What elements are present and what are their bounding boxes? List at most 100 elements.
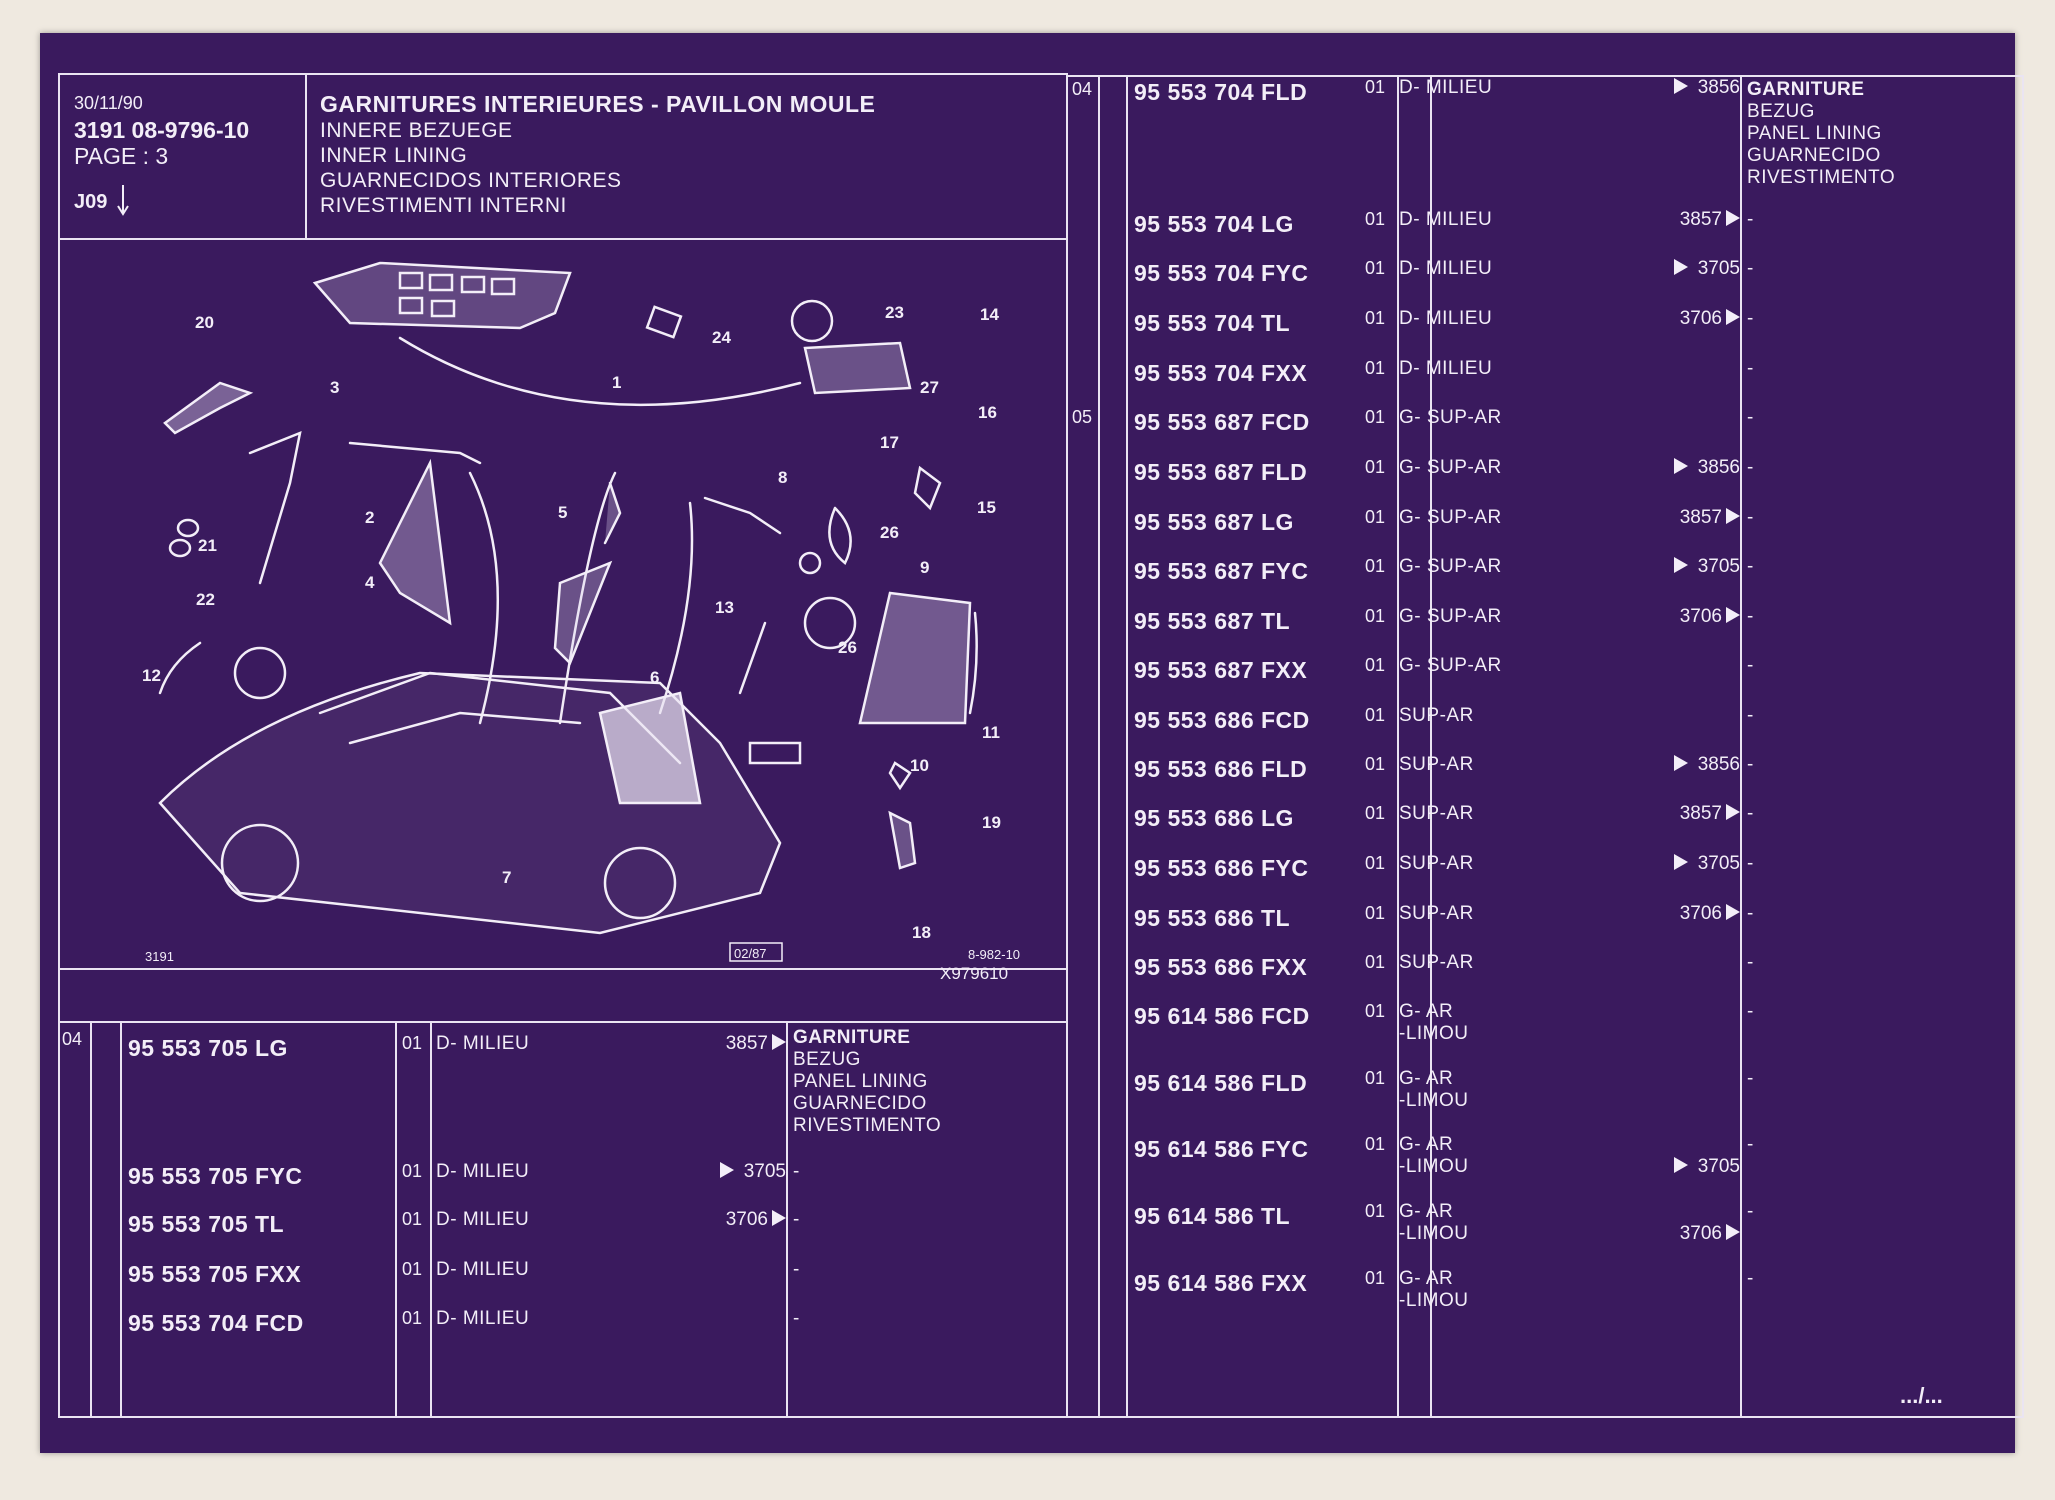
quantity: 01 [1365,754,1386,774]
reference-cell: 3857 [676,1033,786,1055]
description-line: G- SUP-AR [1399,407,1502,428]
empty-label-dash: - [1747,1134,1754,1155]
description-line: G- AR [1399,1201,1454,1222]
quantity: 01 [1365,705,1386,725]
label-translation: BEZUG [1747,101,1815,122]
quantity: 01 [1365,407,1386,427]
part-number: 95 553 704 TL [1134,310,1291,336]
arrow-right-icon [1673,78,1688,94]
empty-label-dash: - [1747,606,1754,627]
callout: 18 [912,923,931,942]
description-line: D- MILIEU [436,1033,530,1054]
callout: 1 [612,373,621,392]
description-line: G- AR [1399,1068,1454,1089]
rule [1740,75,1742,1418]
empty-label-dash: - [793,1259,800,1280]
part-number: 95 553 687 LG [1134,509,1294,535]
quantity: 01 [402,1033,423,1053]
label-translation: GUARNECIDO [1747,145,1881,166]
part-description: G- AR-LIMOU [1399,1268,1469,1312]
rule [1430,75,1432,1418]
description-line: G- AR [1399,1134,1454,1155]
subtitle-it: RIVESTIMENTI INTERNI [320,194,567,217]
arrow-right-icon [772,1034,786,1050]
part-number: 95 553 687 FYC [1134,558,1309,584]
arrow-right-icon [1726,804,1740,820]
description-line: -LIMOU [1399,1156,1469,1177]
part-description: SUP-AR [1399,903,1474,925]
part-number: 95 553 705 FYC [128,1163,303,1189]
part-number: 95 614 586 FLD [1134,1070,1308,1096]
rule [120,1021,122,1418]
rule [1126,75,1128,1418]
part-description: D- MILIEU [436,1308,529,1330]
part-description: D- MILIEU [436,1161,529,1183]
document-code: 3191 08-9796-10 [74,117,250,143]
callout: 21 [198,536,217,555]
description-line: G- SUP-AR [1399,655,1502,676]
part-description: D- MILIEU [436,1033,529,1055]
empty-label-dash: - [793,1161,800,1182]
reference-number: 3857 [1679,209,1722,230]
part-description: G- SUP-AR [1399,457,1502,479]
part-number: 95 553 686 FYC [1134,855,1309,881]
part-number: 95 553 705 FXX [128,1261,302,1287]
reference-cell: 3706 [1630,606,1740,628]
description-line: -LIMOU [1399,1090,1469,1111]
reference-number: 3856 [1697,754,1740,775]
reference-cell: 3706 [1630,1223,1740,1245]
exploded-parts-diagram: 1 2 3 4 5 6 7 8 9 10 11 12 13 14 15 16 1… [142,261,1020,983]
empty-label-dash: - [1747,655,1754,676]
part-description: SUP-AR [1399,754,1474,776]
label-main: GARNITURE [1747,79,1865,100]
part-number: 95 553 705 LG [128,1035,288,1061]
reference-cell: 3706 [1630,903,1740,925]
rule [430,1021,432,1418]
quantity: 01 [402,1259,423,1279]
empty-label-dash: - [1747,308,1754,329]
reference-cell: 3705 [1630,1156,1740,1178]
reference-number: 3705 [1697,258,1740,279]
section-code: J09 [74,191,108,213]
reference-cell: 3705 [676,1161,786,1183]
empty-label-dash: - [793,1308,800,1329]
part-number: 95 614 586 FXX [1134,1270,1308,1296]
reference-number: 3705 [1697,556,1740,577]
description-line: G- SUP-AR [1399,507,1502,528]
rule [58,1021,1068,1023]
reference-number: 3706 [1679,903,1722,924]
empty-label-dash: - [1747,407,1754,428]
quantity: 01 [1365,77,1386,97]
part-number: 95 553 704 LG [1134,211,1294,237]
empty-label-dash: - [1747,457,1754,478]
empty-label-dash: - [1747,1201,1754,1222]
empty-label-dash: - [1747,358,1754,379]
part-description: G- SUP-AR [1399,507,1502,529]
quantity: 01 [1365,952,1386,972]
quantity: 01 [1365,803,1386,823]
part-description: D- MILIEU [1399,258,1492,280]
rule [58,968,1068,970]
rule [58,73,1068,75]
parts-sheet: 30/11/90 3191 08-9796-10 PAGE : 3 J09 GA… [40,33,2024,1453]
reference-cell: 3857 [1630,507,1740,529]
quantity: 01 [402,1161,423,1181]
description-line: D- MILIEU [436,1161,530,1182]
reference-number: 3706 [1679,1223,1722,1244]
part-number: 95 553 686 FXX [1134,954,1308,980]
part-description: D- MILIEU [436,1259,529,1281]
callout: 23 [885,303,904,322]
empty-label-dash: - [1747,853,1754,874]
part-number: 95 553 705 TL [128,1211,285,1237]
description-line: D- MILIEU [1399,209,1493,230]
part-description: G- AR-LIMOU [1399,1201,1469,1245]
level-label: 04 [62,1029,83,1049]
quantity: 01 [1365,655,1386,675]
page-title: GARNITURES INTERIEURES - PAVILLON MOULE [320,91,876,117]
description-line: G- AR [1399,1268,1454,1289]
part-number: 95 553 686 FLD [1134,756,1308,782]
callout: 14 [980,305,999,324]
empty-label-dash: - [1747,803,1754,824]
callout: 13 [715,598,734,617]
arrow-right-icon [1726,210,1740,226]
